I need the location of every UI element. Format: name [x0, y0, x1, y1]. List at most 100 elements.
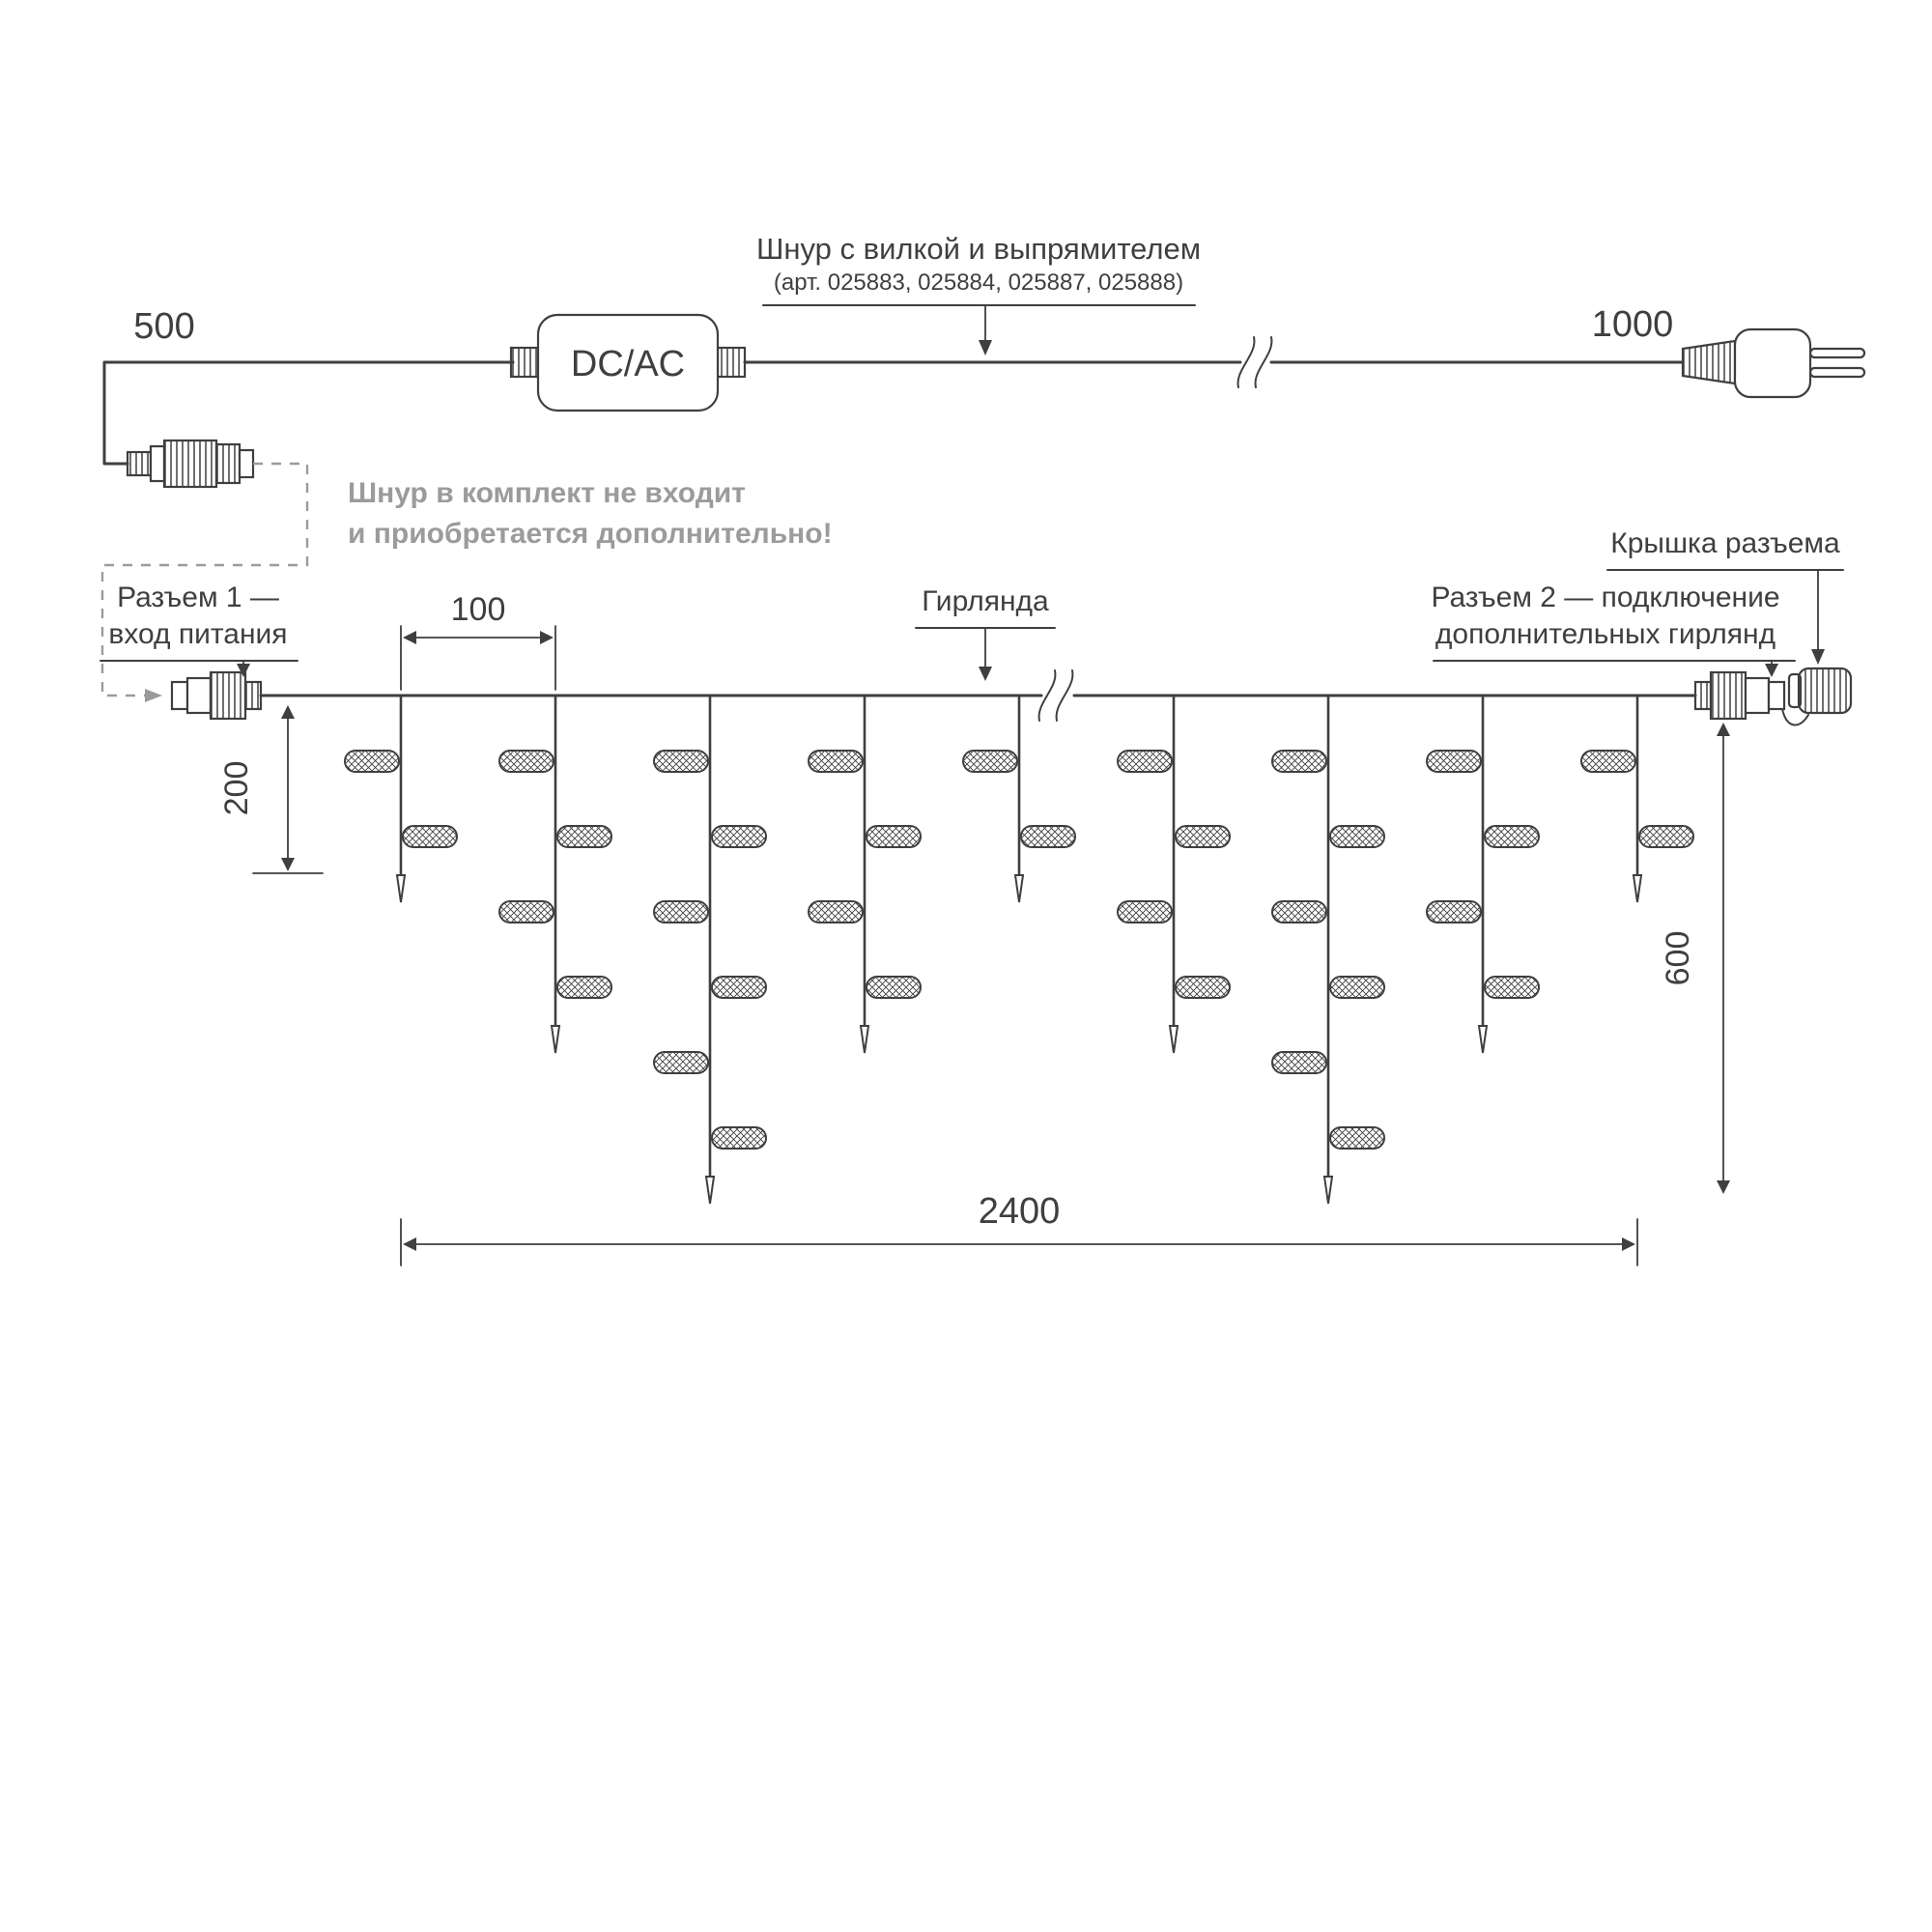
dashed-arrow [145, 689, 162, 702]
cord-wire-left [102, 360, 515, 466]
converter-terminal-right [716, 346, 747, 379]
connector2-label-line2: дополнительных гирлянд [1435, 618, 1776, 650]
connector1-ferrule [243, 680, 263, 711]
note-line-2: и приобретается дополнительно! [348, 518, 833, 550]
drop-tip [1632, 874, 1643, 903]
connector2-body [1744, 676, 1771, 715]
cord-title-arrow [979, 340, 992, 355]
led-capsule [962, 750, 1018, 773]
connector1-label-line1: Разъем 1 — [117, 582, 279, 613]
plug-strain-relief [1681, 339, 1737, 385]
led-capsule [711, 1126, 767, 1150]
led-capsule [1580, 750, 1636, 773]
led-capsule [711, 976, 767, 999]
led-capsule [653, 750, 709, 773]
cap-leash [1781, 708, 1809, 726]
cord-title: Шнур с вилкой и выпрямителем [756, 232, 1201, 266]
dim-drop-label: 200 [218, 761, 255, 816]
drop-tip [1477, 1025, 1489, 1054]
led-capsule [1329, 976, 1385, 999]
led-capsule [1638, 825, 1694, 848]
connector-cap [1787, 667, 1853, 715]
plug-body [1733, 327, 1812, 399]
led-capsule [1117, 900, 1173, 923]
led-capsule [711, 825, 767, 848]
cap-arrow [1811, 649, 1825, 665]
led-capsule [556, 976, 612, 999]
cord-length-right-label: 1000 [1592, 304, 1674, 345]
power-plug-icon [1681, 327, 1866, 399]
power-cord-assembly: Шнур с вилкой и выпрямителем (арт. 02588… [100, 232, 1866, 702]
cap-body [1797, 667, 1853, 715]
led-capsule [1426, 750, 1482, 773]
led-capsule [808, 900, 864, 923]
dcac-converter: DC/AC [509, 313, 747, 412]
led-capsule [1426, 900, 1482, 923]
converter-terminal-left [509, 346, 540, 379]
connector2-label-line1: Разъем 2 — подключение [1431, 582, 1779, 613]
led-capsule [1329, 825, 1385, 848]
led-capsule [344, 750, 400, 773]
cord-connector-collar [214, 442, 242, 485]
led-capsule [1484, 976, 1540, 999]
connector-1 [170, 670, 263, 721]
led-capsule [498, 900, 554, 923]
drop-tip [859, 1025, 870, 1054]
icicle-drops [344, 696, 1694, 1205]
cord-break-symbol [1236, 336, 1273, 388]
led-capsule [866, 976, 922, 999]
drop-tip [704, 1176, 716, 1205]
cord-length-left-label: 500 [133, 306, 194, 347]
cord-connector-tip [238, 448, 255, 479]
dim-spacing: 100 [400, 591, 556, 691]
led-capsule [1020, 825, 1076, 848]
dim-height-label: 600 [1660, 931, 1696, 986]
dim-length-label: 2400 [979, 1191, 1061, 1232]
drop-tip [1013, 874, 1025, 903]
connector2-tip [1767, 680, 1786, 711]
cord-art-numbers: (арт. 025883, 025884, 025887, 025888) [774, 270, 1183, 296]
connector1-label-line2: вход питания [108, 618, 287, 650]
dcac-converter-box [536, 313, 720, 412]
not-included-dashed-path [100, 462, 309, 697]
connector1-body [185, 676, 213, 715]
cord-connector-barrel [162, 439, 218, 489]
cord-connector-ferrule [126, 450, 153, 477]
connector2-collar [1709, 670, 1747, 721]
led-capsule [866, 825, 922, 848]
led-capsule [1175, 976, 1231, 999]
garland-assembly: Крышка разъема Разъем 1 — вход питания Г… [99, 527, 1853, 1266]
connector1-arrow [237, 664, 250, 677]
drop-tip [1322, 1176, 1334, 1205]
led-capsule [402, 825, 458, 848]
led-capsule [1271, 750, 1327, 773]
led-capsule [498, 750, 554, 773]
led-capsule [556, 825, 612, 848]
led-capsule [653, 1051, 709, 1074]
led-capsule [1484, 825, 1540, 848]
led-capsule [808, 750, 864, 773]
drop-tip [550, 1025, 561, 1054]
garland-arrow [979, 667, 992, 681]
drop-tip [1168, 1025, 1179, 1054]
plug-prong-bottom [1808, 366, 1866, 379]
note-line-1: Шнур в комплект не входит [348, 477, 746, 509]
plug-prong-top [1808, 347, 1866, 359]
cap-label: Крышка разъема [1610, 527, 1840, 559]
led-capsule [1175, 825, 1231, 848]
dim-length: 2400 [400, 1191, 1638, 1266]
led-capsule [1329, 1126, 1385, 1150]
dim-spacing-label: 100 [451, 591, 506, 628]
dim-drop: 200 [218, 705, 324, 874]
connector2-arrow [1765, 664, 1778, 677]
led-capsule [653, 900, 709, 923]
drop-tip [395, 874, 407, 903]
garland-break-symbol [1037, 669, 1074, 722]
garland-label: Гирлянда [922, 585, 1049, 617]
connector-2 [1693, 667, 1853, 726]
converter-label: DC/AC [571, 344, 685, 384]
led-capsule [1271, 900, 1327, 923]
